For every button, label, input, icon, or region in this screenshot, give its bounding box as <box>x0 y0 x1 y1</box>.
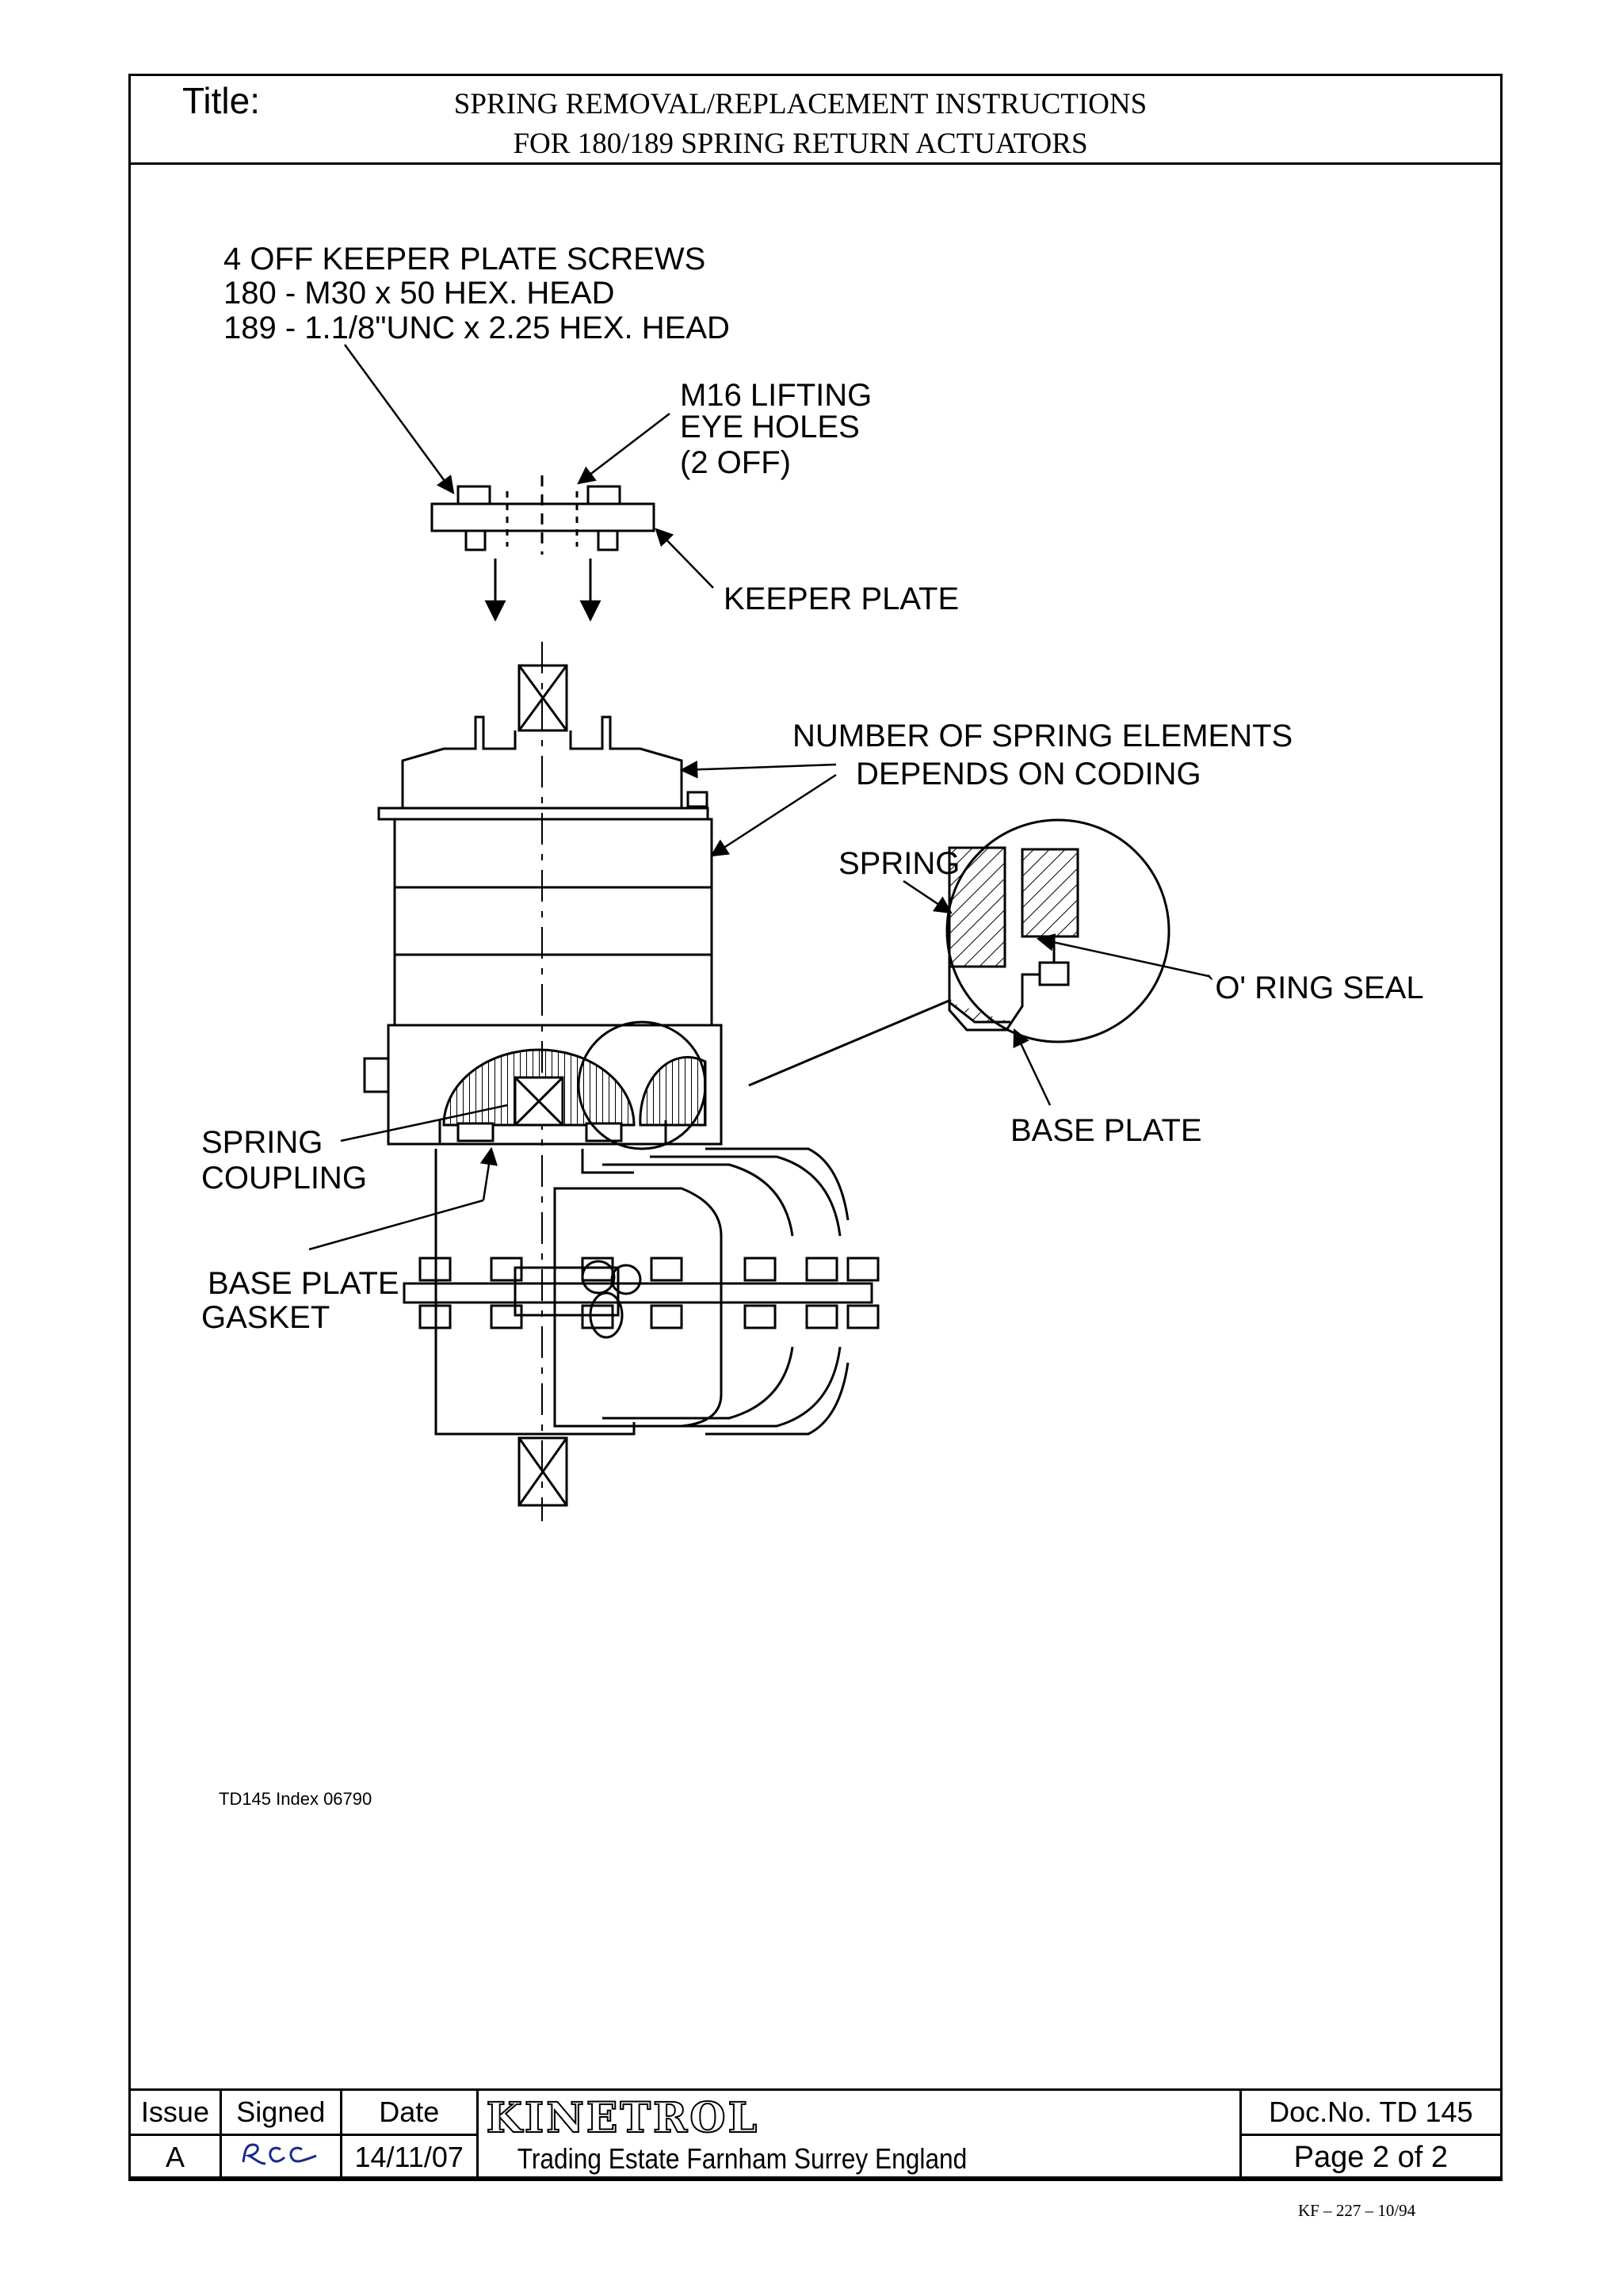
callout-spring-coupling-1: SPRING <box>201 1125 323 1160</box>
form-code: KF – 227 – 10/94 <box>1298 2201 1416 2220</box>
housing-bolts <box>418 1257 880 1329</box>
callout-gasket-2: GASKET <box>201 1300 330 1335</box>
detail-section <box>948 846 1079 1032</box>
signature-icon <box>242 2142 317 2164</box>
title-line-1: SPRING REMOVAL/REPLACEMENT INSTRUCTIONS <box>453 88 1148 120</box>
issue-label: Issue <box>128 2088 222 2136</box>
company-logo: KINETROL <box>486 2093 760 2143</box>
date-label: Date <box>339 2088 479 2136</box>
issue-value: A <box>128 2134 222 2181</box>
callout-lifting-3: (2 OFF) <box>680 445 791 480</box>
index-note: TD145 Index 06790 <box>219 1789 372 1809</box>
doc-number: Doc.No. TD 145 <box>1239 2088 1503 2136</box>
callout-base-plate: BASE PLATE <box>1010 1113 1202 1148</box>
callout-keeper-plate: KEEPER PLATE <box>724 582 959 616</box>
actuator-housing <box>403 1147 873 1436</box>
signature <box>219 2134 342 2181</box>
callout-spring-elements-2: DEPENDS ON CODING <box>856 757 1201 791</box>
title-label: Title: <box>182 80 260 121</box>
company-address: Trading Estate Farnham Surrey England <box>517 2142 967 2175</box>
callout-spring-coupling-2: COUPLING <box>201 1161 367 1196</box>
title-bar <box>128 74 1503 165</box>
signed-label: Signed <box>219 2088 342 2136</box>
title-line-2: FOR 180/189 SPRING RETURN ACTUATORS <box>513 128 1088 160</box>
callout-keeper-screws-3: 189 - 1.1/8"UNC x 2.25 HEX. HEAD <box>223 311 730 345</box>
title-block: Issue Signed Date KINETROL Trading Estat… <box>128 2088 1503 2181</box>
company-cell: KINETROL Trading Estate Farnham Surrey E… <box>475 2088 1242 2181</box>
page-number: Page 2 of 2 <box>1239 2134 1503 2181</box>
date-value: 14/11/07 <box>339 2134 479 2181</box>
callout-spring: SPRING <box>838 846 960 881</box>
bottom-spindle <box>517 1436 568 1507</box>
callout-keeper-screws-2: 180 - M30 x 50 HEX. HEAD <box>223 276 615 311</box>
keeper-plate <box>430 475 655 555</box>
callout-gasket-1: BASE PLATE <box>208 1266 399 1301</box>
callout-spring-elements-1: NUMBER OF SPRING ELEMENTS <box>792 719 1293 753</box>
callout-keeper-screws-1: 4 OFF KEEPER PLATE SCREWS <box>223 242 705 277</box>
callout-o-ring: `O' RING SEAL <box>1205 971 1424 1005</box>
callout-lifting-2: EYE HOLES <box>680 410 860 444</box>
callout-lifting-1: M16 LIFTING <box>680 378 872 413</box>
